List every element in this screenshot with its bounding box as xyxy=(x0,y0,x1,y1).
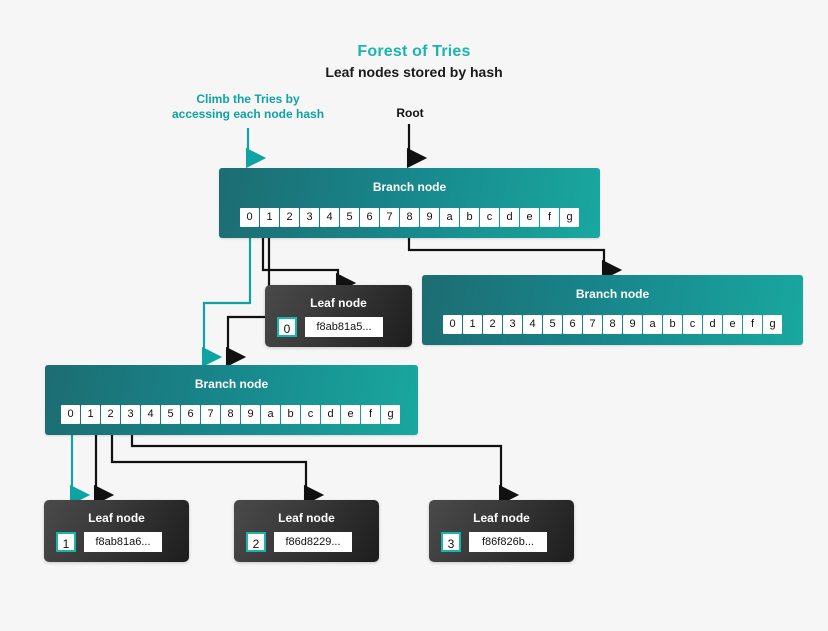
leaf-node-2[interactable]: Leaf node 2 f86d8229... xyxy=(234,500,379,562)
branch-cell-left-6[interactable]: 6 xyxy=(181,405,200,424)
leaf-node-label: Leaf node xyxy=(278,511,335,525)
branch-cell-right-0[interactable]: 0 xyxy=(443,315,462,334)
branch-cell-right-3[interactable]: 3 xyxy=(503,315,522,334)
branch-cell-right-g[interactable]: g xyxy=(763,315,782,334)
page-subtitle: Leaf nodes stored by hash xyxy=(325,64,503,80)
branch-cell-root-2[interactable]: 2 xyxy=(280,208,299,227)
branch-cell-root-7[interactable]: 7 xyxy=(380,208,399,227)
branch-cell-root-c[interactable]: c xyxy=(480,208,499,227)
leaf-node-3[interactable]: Leaf node 3 f86f826b... xyxy=(429,500,574,562)
branch-cell-root-a[interactable]: a xyxy=(440,208,459,227)
branch-cell-left-5[interactable]: 5 xyxy=(161,405,180,424)
leaf-index-cell[interactable]: 3 xyxy=(441,532,461,552)
branch-node-label: Branch node xyxy=(575,287,650,301)
branch-cell-right-e[interactable]: e xyxy=(723,315,742,334)
branch-cell-right-8[interactable]: 8 xyxy=(603,315,622,334)
branch-cell-root-e[interactable]: e xyxy=(520,208,539,227)
branch-cell-root-5[interactable]: 5 xyxy=(340,208,359,227)
branch-cell-left-c[interactable]: c xyxy=(301,405,320,424)
branch-cell-root-6[interactable]: 6 xyxy=(360,208,379,227)
branch-cell-left-2[interactable]: 2 xyxy=(101,405,120,424)
leaf-index-cell[interactable]: 2 xyxy=(246,532,266,552)
branch-cell-right-6[interactable]: 6 xyxy=(563,315,582,334)
branch-cell-left-g[interactable]: g xyxy=(381,405,400,424)
branch-cell-root-8[interactable]: 8 xyxy=(400,208,419,227)
branch-cell-right-d[interactable]: d xyxy=(703,315,722,334)
leaf-node-0[interactable]: Leaf node 0 f8ab81a5... xyxy=(265,285,412,347)
branch-cell-right-a[interactable]: a xyxy=(643,315,662,334)
branch-cell-root-b[interactable]: b xyxy=(460,208,479,227)
annotation-root: Root xyxy=(396,106,424,120)
branch-cell-left-1[interactable]: 1 xyxy=(81,405,100,424)
annotation-climb-tries: Climb the Tries by accessing each node h… xyxy=(171,92,325,121)
leaf-node-label: Leaf node xyxy=(310,296,367,310)
branch-cell-right-2[interactable]: 2 xyxy=(483,315,502,334)
wire-root0-to-left-branch xyxy=(201,226,252,368)
branch-cell-root-1[interactable]: 1 xyxy=(260,208,279,227)
branch-cell-right-1[interactable]: 1 xyxy=(463,315,482,334)
branch-cell-root-d[interactable]: d xyxy=(500,208,519,227)
leaf-node-label: Leaf node xyxy=(473,511,530,525)
branch-cell-root-9[interactable]: 9 xyxy=(420,208,439,227)
branch-cell-root-f[interactable]: f xyxy=(540,208,559,227)
leaf-hash-value[interactable]: f86d8229... xyxy=(274,532,352,552)
branch-cell-left-7[interactable]: 7 xyxy=(201,405,220,424)
branch-cell-left-a[interactable]: a xyxy=(261,405,280,424)
branch-cell-root-4[interactable]: 4 xyxy=(320,208,339,227)
branch-cell-left-4[interactable]: 4 xyxy=(141,405,160,424)
leaf-hash-value[interactable]: f8ab81a6... xyxy=(84,532,162,552)
leaf-index-cell[interactable]: 0 xyxy=(277,317,297,337)
leaf-index-cell[interactable]: 1 xyxy=(56,532,76,552)
branch-cell-left-e[interactable]: e xyxy=(341,405,360,424)
branch-cell-left-0[interactable]: 0 xyxy=(61,405,80,424)
branch-cell-left-d[interactable]: d xyxy=(321,405,340,424)
branch-cell-left-3[interactable]: 3 xyxy=(121,405,140,424)
branch-cell-right-5[interactable]: 5 xyxy=(543,315,562,334)
wire-left2-to-leaf2 xyxy=(110,425,325,506)
branch-cell-left-b[interactable]: b xyxy=(281,405,300,424)
leaf-node-label: Leaf node xyxy=(88,511,145,525)
branch-cell-right-9[interactable]: 9 xyxy=(623,315,642,334)
page-title: Forest of Tries xyxy=(357,43,471,60)
leaf-node-1[interactable]: Leaf node 1 f8ab81a6... xyxy=(44,500,189,562)
branch-cell-left-f[interactable]: f xyxy=(361,405,380,424)
branch-cell-right-4[interactable]: 4 xyxy=(523,315,542,334)
branch-node-label: Branch node xyxy=(194,377,269,391)
leaf-hash-value[interactable]: f8ab81a5... xyxy=(305,317,383,337)
branch-cell-left-9[interactable]: 9 xyxy=(241,405,260,424)
branch-cell-right-f[interactable]: f xyxy=(743,315,762,334)
branch-cell-left-8[interactable]: 8 xyxy=(221,405,240,424)
branch-cell-root-3[interactable]: 3 xyxy=(300,208,319,227)
leaf-hash-value[interactable]: f86f826b... xyxy=(469,532,547,552)
branch-cell-root-g[interactable]: g xyxy=(560,208,579,227)
wire-left3-to-leaf3 xyxy=(130,425,520,506)
branch-cell-root-0[interactable]: 0 xyxy=(240,208,259,227)
branch-cell-right-7[interactable]: 7 xyxy=(583,315,602,334)
branch-cell-right-b[interactable]: b xyxy=(663,315,682,334)
wire-root1-to-left-branch xyxy=(225,226,271,368)
branch-cell-right-c[interactable]: c xyxy=(683,315,702,334)
branch-node-label: Branch node xyxy=(372,180,447,194)
